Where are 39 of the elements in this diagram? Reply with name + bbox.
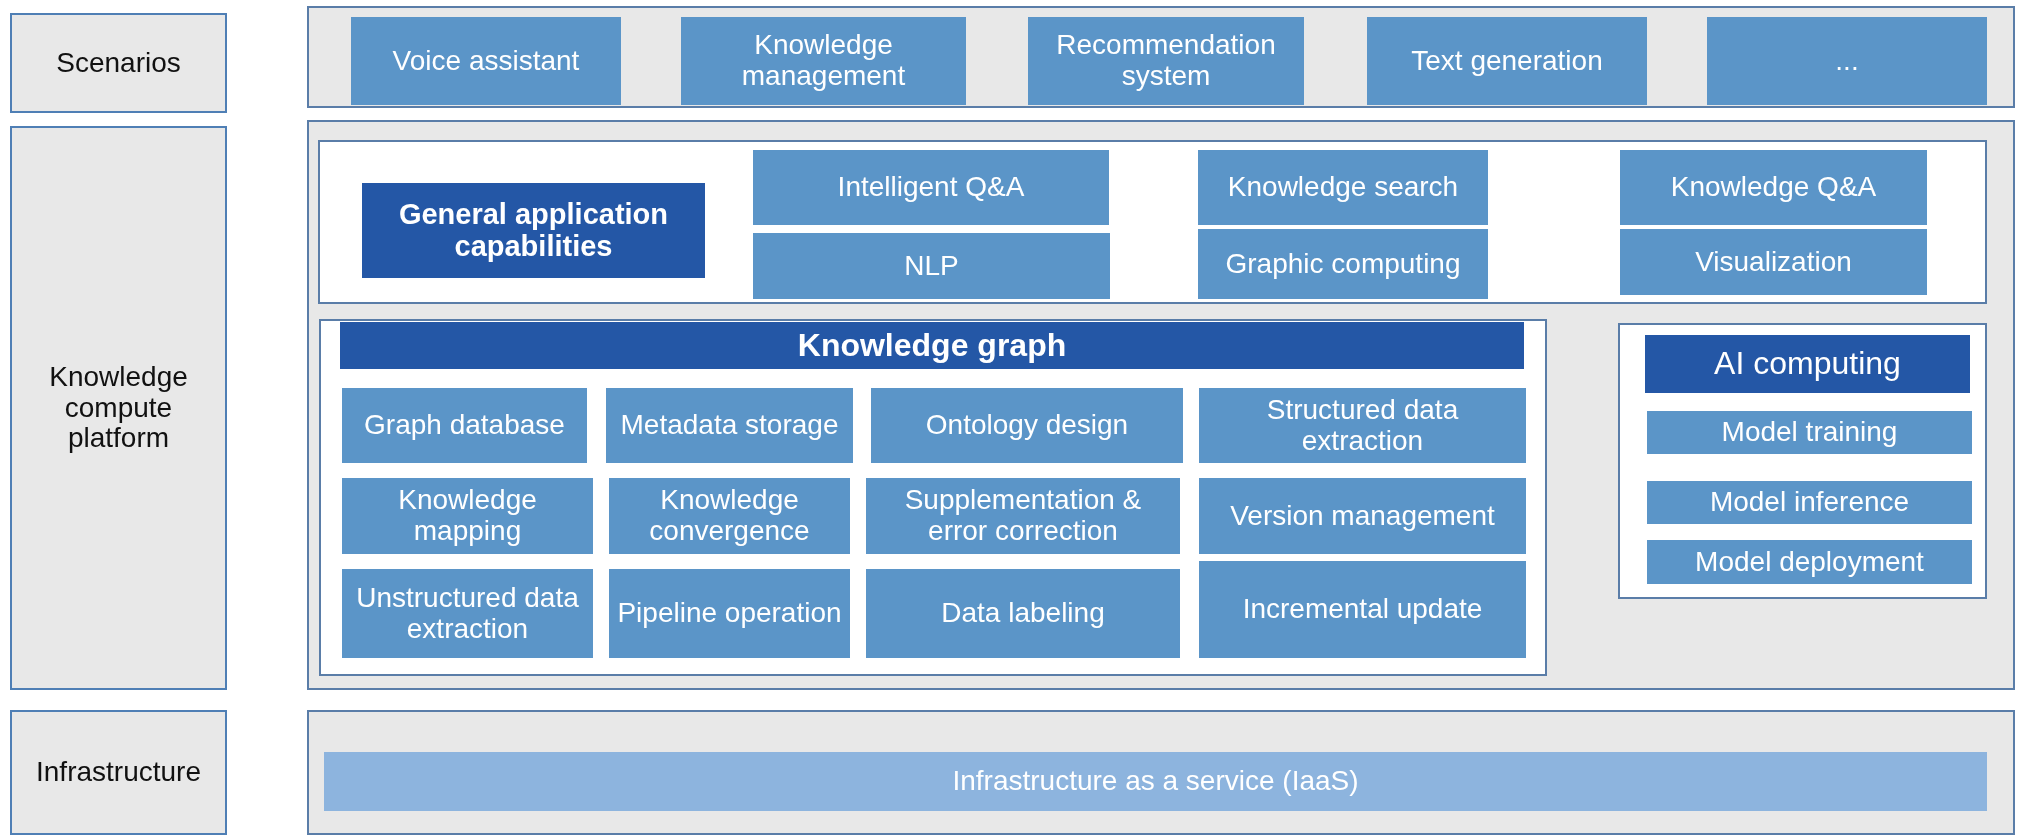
panel-heading: Knowledge graph	[340, 322, 1524, 369]
module-box: ...	[1707, 17, 1987, 105]
module-box: Supplementation & error correction	[866, 478, 1180, 554]
module-box: Graph database	[342, 388, 587, 463]
module-box: Data labeling	[866, 569, 1180, 658]
layer-label: Knowledge compute platform	[10, 126, 227, 690]
module-box: Version management	[1199, 478, 1526, 554]
module-box: Voice assistant	[351, 17, 621, 105]
module-box: Knowledge mapping	[342, 478, 593, 554]
module-box: Graphic computing	[1198, 229, 1488, 299]
layer-label: Scenarios	[10, 13, 227, 113]
module-box: Ontology design	[871, 388, 1183, 463]
module-box: Knowledge convergence	[609, 478, 850, 554]
module-box: Visualization	[1620, 229, 1927, 295]
module-box: Metadata storage	[606, 388, 853, 463]
group-panel	[319, 319, 1547, 676]
layer-band	[307, 710, 2015, 835]
module-box: Knowledge search	[1198, 150, 1488, 225]
module-box: Incremental update	[1199, 561, 1526, 658]
module-box: Unstructured data extraction	[342, 569, 593, 658]
module-box: Text generation	[1367, 17, 1647, 105]
group-panel	[1618, 323, 1987, 599]
module-box: Model inference	[1647, 481, 1972, 524]
module-box: Knowledge management	[681, 17, 966, 105]
module-box: Model deployment	[1647, 540, 1972, 584]
module-box: Knowledge Q&A	[1620, 150, 1927, 225]
capability-heading: General application capabilities	[362, 183, 705, 278]
module-box: Intelligent Q&A	[753, 150, 1109, 225]
group-panel	[318, 140, 1987, 304]
panel-heading: AI computing	[1645, 335, 1970, 393]
module-box: Model training	[1647, 411, 1972, 454]
module-box: NLP	[753, 233, 1110, 299]
layer-band	[307, 120, 2015, 690]
module-box: Pipeline operation	[609, 569, 850, 658]
layer-band	[307, 6, 2015, 108]
module-box: Structured data extraction	[1199, 388, 1526, 463]
infrastructure-bar: Infrastructure as a service (IaaS)	[324, 752, 1987, 811]
layer-label: Infrastructure	[10, 710, 227, 835]
module-box: Recommendation system	[1028, 17, 1304, 105]
